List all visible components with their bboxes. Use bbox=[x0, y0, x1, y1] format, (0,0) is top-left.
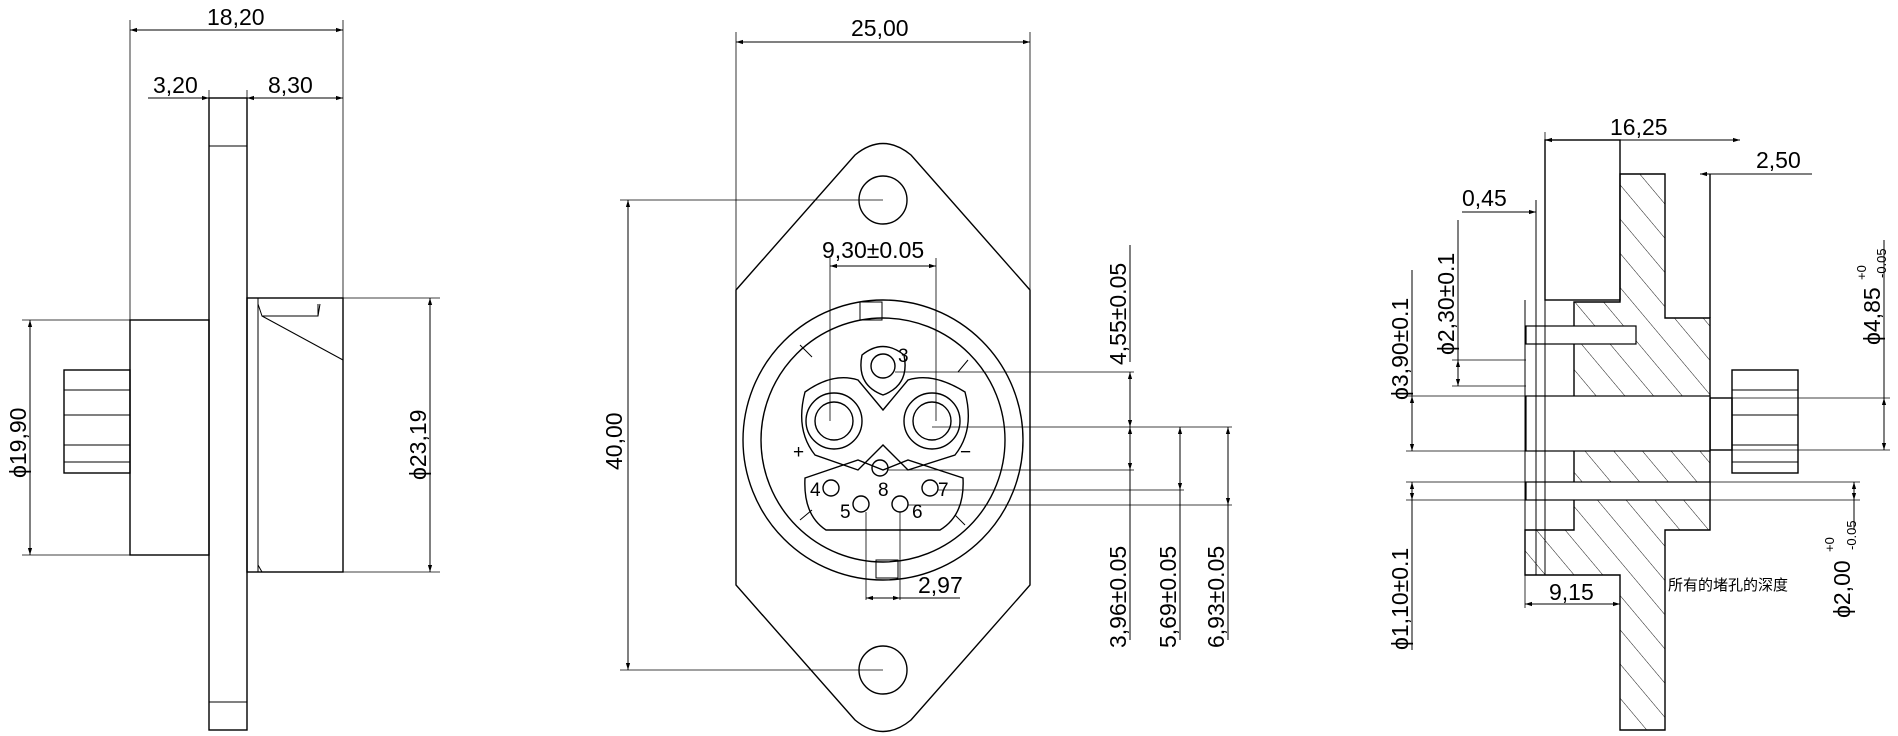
pin-label-4: 4 bbox=[810, 480, 821, 501]
left-view: 18,20 3,20 8,30 ϕ19,90 ϕ23,19 bbox=[5, 4, 440, 731]
flange-outline bbox=[735, 142, 1031, 733]
dim-step: 0,45 bbox=[1462, 185, 1507, 211]
dim-flange: 2,50 bbox=[1756, 147, 1801, 173]
dim-v2: 3,96±0.05 bbox=[1105, 546, 1131, 648]
pin-label-6: 6 bbox=[912, 502, 923, 523]
inner-ring bbox=[760, 317, 1006, 563]
dim-d-pin-big-tol-upper: +0 bbox=[1854, 265, 1869, 280]
dim-d-inner: ϕ2,30±0.1 bbox=[1433, 253, 1459, 355]
dim-body-right: 8,30 bbox=[268, 72, 313, 98]
pin-label-minus: − bbox=[960, 442, 971, 463]
dim-d-pin-big: ϕ4,85 bbox=[1859, 287, 1885, 345]
front-view: + − 3 8 4 5 6 7 25,00 40,00 9,30±0.05 2,… bbox=[601, 15, 1232, 733]
dim-v1: 4,55±0.05 bbox=[1105, 263, 1131, 365]
pin-label-plus: + bbox=[793, 442, 804, 463]
dim-diameter-left: ϕ19,90 bbox=[5, 408, 31, 478]
dim-signal-pin-spacing: 2,97 bbox=[918, 572, 963, 598]
dim-flange-width: 25,00 bbox=[851, 15, 909, 41]
dim-overall-width: 18,20 bbox=[207, 4, 265, 30]
dim-d-pin-small-tol-lower: -0.05 bbox=[1844, 520, 1859, 550]
dim-d-pin-small: ϕ2,00 bbox=[1829, 560, 1855, 618]
section-hatched-body bbox=[1524, 173, 1711, 731]
dim-v3: 5,69±0.05 bbox=[1155, 546, 1181, 648]
section-view: 16,25 2,50 0,45 9,15 所有的堵孔的深度 ϕ3,90±0.1 … bbox=[1387, 114, 1890, 731]
pin-label-3: 3 bbox=[898, 346, 909, 367]
dim-flange-left: 3,20 bbox=[153, 72, 198, 98]
dim-v4: 6,93±0.05 bbox=[1203, 546, 1229, 648]
dim-power-pin-spacing: 9,30±0.05 bbox=[822, 237, 924, 263]
dim-total: 16,25 bbox=[1610, 114, 1668, 140]
pin-label-5: 5 bbox=[840, 502, 851, 523]
dim-d-outer: ϕ3,90±0.1 bbox=[1387, 298, 1413, 400]
dim-diameter-right: ϕ23,19 bbox=[405, 410, 431, 480]
note-hole-depth: 所有的堵孔的深度 bbox=[1668, 576, 1788, 594]
dim-d-small: ϕ1,10±0.1 bbox=[1387, 548, 1413, 650]
dim-hole-depth: 9,15 bbox=[1549, 579, 1594, 605]
outer-ring bbox=[742, 299, 1024, 581]
dim-d-pin-big-tol-lower: -0.05 bbox=[1874, 248, 1889, 278]
dim-hole-spacing: 40,00 bbox=[601, 412, 627, 470]
pin-label-7: 7 bbox=[938, 480, 949, 501]
dim-d-pin-small-tol-upper: +0 bbox=[1822, 537, 1837, 552]
pin-label-8: 8 bbox=[878, 480, 889, 501]
